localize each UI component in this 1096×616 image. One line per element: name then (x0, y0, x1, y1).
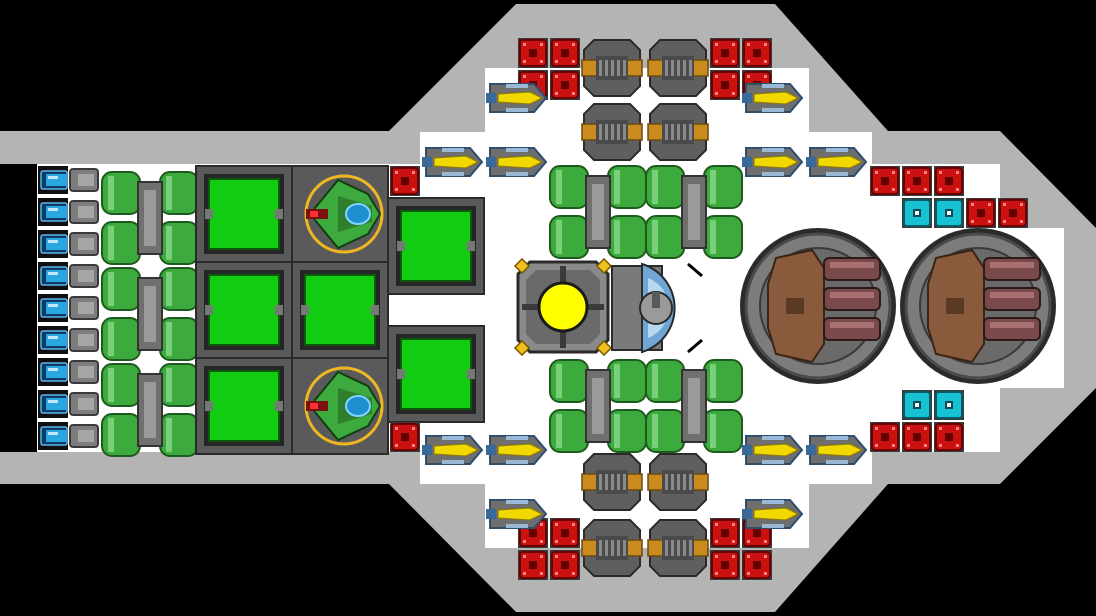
red-armor-block-icon[interactable] (710, 70, 740, 100)
red-armor-block-icon[interactable] (870, 166, 900, 196)
red-armor-block-icon[interactable] (390, 166, 420, 196)
brass-autocannon-icon[interactable] (647, 453, 709, 511)
red-armor-block-icon[interactable] (710, 38, 740, 68)
cyan-shield-emitter-icon[interactable] (934, 390, 964, 420)
thruster-nozzle-icon[interactable] (38, 198, 99, 226)
red-armor-block-icon[interactable] (902, 166, 932, 196)
yellow-missile-launcher-icon[interactable] (486, 499, 548, 529)
red-armor-block-icon[interactable] (518, 38, 548, 68)
yellow-command-core-icon[interactable] (513, 257, 613, 357)
brass-autocannon-icon[interactable] (647, 39, 709, 97)
cyan-shield-emitter-icon[interactable] (902, 198, 932, 228)
thruster-nozzle-icon[interactable] (38, 422, 99, 450)
thruster-nozzle-icon[interactable] (38, 294, 99, 322)
thruster-nozzle-icon[interactable] (38, 326, 99, 354)
green-reactor-cell-icon[interactable] (195, 165, 293, 263)
red-armor-block-icon[interactable] (550, 70, 580, 100)
green-fighter-ship-icon[interactable] (291, 165, 389, 263)
blue-sensor-dome-icon[interactable] (611, 262, 703, 354)
green-engine-block-icon[interactable] (645, 165, 743, 259)
yellow-missile-launcher-icon[interactable] (742, 83, 804, 113)
yellow-missile-launcher-icon[interactable] (742, 435, 804, 465)
yellow-missile-launcher-icon[interactable] (742, 499, 804, 529)
yellow-missile-launcher-icon[interactable] (742, 147, 804, 177)
red-armor-block-icon[interactable] (550, 518, 580, 548)
green-reactor-cell-icon[interactable] (291, 261, 389, 359)
red-armor-block-icon[interactable] (518, 550, 548, 580)
yellow-missile-launcher-icon[interactable] (806, 147, 868, 177)
triple-barrel-turret-icon[interactable] (740, 228, 896, 384)
red-armor-block-icon[interactable] (390, 422, 420, 452)
green-engine-block-icon[interactable] (101, 171, 199, 265)
red-armor-block-icon[interactable] (902, 422, 932, 452)
red-armor-block-icon[interactable] (742, 38, 772, 68)
red-armor-block-icon[interactable] (550, 38, 580, 68)
yellow-missile-launcher-icon[interactable] (486, 83, 548, 113)
red-armor-block-icon[interactable] (550, 550, 580, 580)
red-armor-block-icon[interactable] (870, 422, 900, 452)
red-armor-block-icon[interactable] (966, 198, 996, 228)
thruster-nozzle-icon[interactable] (38, 390, 99, 418)
yellow-missile-launcher-icon[interactable] (422, 435, 484, 465)
yellow-missile-launcher-icon[interactable] (486, 147, 548, 177)
red-armor-block-icon[interactable] (934, 422, 964, 452)
brass-autocannon-icon[interactable] (581, 103, 643, 161)
red-armor-block-icon[interactable] (710, 518, 740, 548)
red-armor-block-icon[interactable] (934, 166, 964, 196)
brass-autocannon-icon[interactable] (581, 453, 643, 511)
red-armor-block-icon[interactable] (710, 550, 740, 580)
brass-autocannon-icon[interactable] (647, 103, 709, 161)
brass-autocannon-icon[interactable] (647, 519, 709, 577)
yellow-missile-launcher-icon[interactable] (422, 147, 484, 177)
green-engine-block-icon[interactable] (101, 267, 199, 361)
thruster-nozzle-icon[interactable] (38, 230, 99, 258)
green-engine-block-icon[interactable] (549, 359, 647, 453)
thruster-nozzle-icon[interactable] (38, 358, 99, 386)
green-reactor-cell-icon[interactable] (387, 325, 485, 423)
cyan-shield-emitter-icon[interactable] (934, 198, 964, 228)
yellow-missile-launcher-icon[interactable] (806, 435, 868, 465)
brass-autocannon-icon[interactable] (581, 519, 643, 577)
thruster-nozzle-icon[interactable] (38, 262, 99, 290)
green-reactor-cell-icon[interactable] (195, 357, 293, 455)
green-engine-block-icon[interactable] (549, 165, 647, 259)
green-engine-block-icon[interactable] (101, 363, 199, 457)
brass-autocannon-icon[interactable] (581, 39, 643, 97)
yellow-missile-launcher-icon[interactable] (486, 435, 548, 465)
thruster-nozzle-icon[interactable] (38, 166, 99, 194)
green-fighter-ship-icon[interactable] (291, 357, 389, 455)
red-armor-block-icon[interactable] (998, 198, 1028, 228)
green-reactor-cell-icon[interactable] (387, 197, 485, 295)
red-armor-block-icon[interactable] (742, 550, 772, 580)
green-reactor-cell-icon[interactable] (195, 261, 293, 359)
green-engine-block-icon[interactable] (645, 359, 743, 453)
triple-barrel-turret-icon[interactable] (900, 228, 1056, 384)
cyan-shield-emitter-icon[interactable] (902, 390, 932, 420)
